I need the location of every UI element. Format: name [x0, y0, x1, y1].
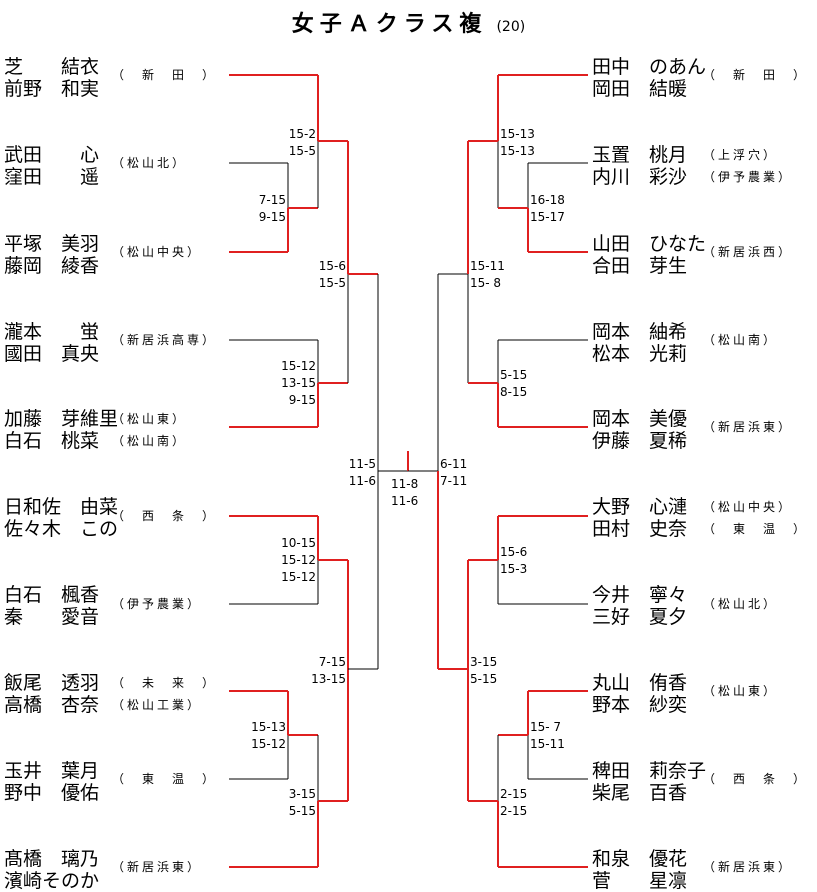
page-title: 女子Ａクラス複 (20)	[0, 6, 817, 38]
club-name: （松山南）	[703, 333, 779, 347]
club-name: （松山東）	[703, 684, 779, 698]
player-name: 内川 彩沙	[592, 166, 688, 188]
player-name: 白石 桃菜	[4, 430, 100, 452]
player-name: 菅 星凛	[592, 870, 688, 892]
player-name: 平塚 美羽	[4, 233, 100, 255]
club-name: （新居浜東）	[703, 420, 794, 434]
club-name: （松山南）	[112, 434, 188, 448]
club-name: （松山北）	[112, 156, 188, 170]
club-name: （ 西 条 ）	[703, 772, 809, 786]
match-score: 16-18 15-17	[530, 193, 565, 224]
club-name: （新居浜東）	[112, 860, 203, 874]
match-score: 15-12 13-15 9-15	[281, 359, 316, 407]
player-name: 岡本 美優	[592, 408, 688, 430]
club-name: （伊予農業）	[112, 597, 203, 611]
final-score: 11-8 11-6	[391, 477, 419, 508]
club-name: （松山工業）	[112, 698, 203, 712]
player-name: 瀧本 蛍	[4, 321, 100, 343]
player-name: 岡田 結暖	[592, 78, 688, 100]
club-name: （松山中央）	[112, 245, 203, 259]
club-name: （伊予農業）	[703, 170, 794, 184]
player-name: 田村 史奈	[592, 518, 688, 540]
player-name: 稗田 莉奈子	[592, 760, 707, 782]
club-name: （新居浜高専）	[112, 333, 218, 347]
match-score: 5-15 8-15	[500, 368, 528, 399]
player-name: 今井 寧々	[592, 584, 688, 606]
match-score: 15-13 15-13	[500, 127, 535, 158]
player-name: 田中 のあん	[592, 56, 707, 78]
match-score: 6-11 7-11	[440, 457, 468, 488]
player-name: 武田 心	[4, 144, 100, 166]
player-name: 白石 楓香	[4, 584, 100, 606]
title-text: 女子Ａクラス複	[291, 12, 488, 37]
player-name: 前野 和実	[4, 78, 100, 100]
player-name: 髙橋 璃乃	[4, 848, 100, 870]
player-name: 合田 芽生	[592, 255, 688, 277]
club-name: （ 未 来 ）	[112, 676, 218, 690]
club-name: （ 西 条 ）	[112, 509, 218, 523]
player-name: 野本 紗奕	[592, 694, 688, 716]
club-name: （ 新 田 ）	[112, 68, 218, 82]
player-name: 國田 真央	[4, 343, 100, 365]
player-name: 佐々木 この	[4, 518, 119, 540]
player-name: 大野 心漣	[592, 496, 688, 518]
match-score: 15-13 15-12	[251, 720, 286, 751]
player-name: 秦 愛音	[4, 606, 100, 628]
match-score: 15-6 15-3	[500, 545, 528, 576]
match-score: 15-11 15- 8	[470, 259, 505, 290]
player-name: 芝 結衣	[4, 56, 100, 78]
match-score: 3-15 5-15	[288, 787, 316, 818]
club-name: （ 東 温 ）	[703, 522, 809, 536]
player-name: 和泉 優花	[592, 848, 688, 870]
player-name: 丸山 侑香	[592, 672, 688, 694]
player-name: 岡本 紬希	[592, 321, 688, 343]
player-name: 濱崎そのか	[4, 870, 100, 892]
club-name: （新居浜東）	[703, 860, 794, 874]
match-score: 15- 7 15-11	[530, 720, 565, 751]
match-score: 15-2 15-5	[288, 127, 316, 158]
player-name: 日和佐 由菜	[4, 496, 119, 518]
club-name: （松山北）	[703, 597, 779, 611]
club-name: （松山中央）	[703, 500, 794, 514]
player-name: 藤岡 綾香	[4, 255, 100, 277]
player-name: 加藤 芽維里	[4, 408, 119, 430]
player-name: 玉置 桃月	[592, 144, 688, 166]
match-score: 10-15 15-12 15-12	[281, 536, 316, 584]
player-name: 三好 夏夕	[592, 606, 688, 628]
match-score: 15-6 15-5	[318, 259, 346, 290]
club-name: （新居浜西）	[703, 245, 794, 259]
player-name: 窪田 遥	[4, 166, 100, 188]
player-name: 玉井 葉月	[4, 760, 100, 782]
match-score: 7-15 9-15	[258, 193, 286, 224]
match-score: 11-5 11-6	[348, 457, 376, 488]
player-name: 柴尾 百香	[592, 782, 688, 804]
entry-count: (20)	[496, 19, 526, 35]
club-name: （ 新 田 ）	[703, 68, 809, 82]
match-score: 7-15 13-15	[311, 655, 346, 686]
player-name: 飯尾 透羽	[4, 672, 100, 694]
player-name: 高橋 杏奈	[4, 694, 100, 716]
player-name: 松本 光莉	[592, 343, 688, 365]
match-score: 2-15 2-15	[500, 787, 528, 818]
club-name: （松山東）	[112, 412, 188, 426]
player-name: 野中 優佑	[4, 782, 100, 804]
player-name: 山田 ひなた	[592, 233, 707, 255]
club-name: （ 東 温 ）	[112, 772, 218, 786]
club-name: （上浮穴）	[703, 148, 779, 162]
match-score: 3-15 5-15	[470, 655, 498, 686]
player-name: 伊藤 夏稀	[592, 430, 688, 452]
